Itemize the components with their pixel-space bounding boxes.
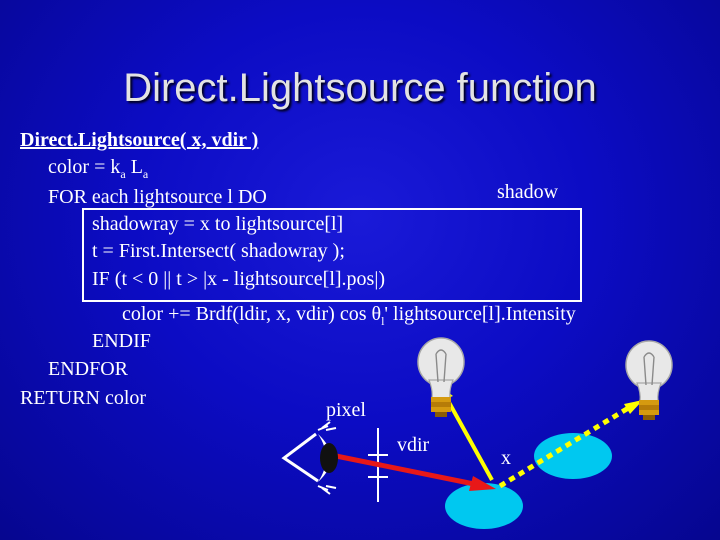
lightbulb-icon [417,337,465,417]
ka-subscript: a [120,167,126,181]
shadow-label: shadow [497,181,559,203]
code-line-if: IF (t < 0 || t > |x - lightsource[l].pos… [92,268,385,290]
surface-bottom [445,483,523,529]
color-add-suffix: ' lightsource[l].Intensity [384,303,576,325]
view-ray-arrowhead [469,476,496,491]
shadow-ray-visible [444,396,494,481]
shadow-test-box [82,208,582,302]
code-line-color-add: color += Brdf(ldir, x, vdir) cos θl' lig… [122,301,576,335]
code-line-intersect: t = First.Intersect( shadowray ); [92,240,345,262]
lightbulb-icon [625,340,673,420]
slide-title: Direct.Lightsource function [123,66,597,110]
function-signature: Direct.Lightsource( x, vdir ) [20,129,259,151]
vdir-label: vdir [397,434,430,456]
code-line-endfor: ENDFOR [48,358,129,380]
code-line-endif: ENDIF [92,330,151,352]
la-text: L [125,156,143,178]
code-line-signature: Direct.Lightsource( x, vdir ) [20,127,258,154]
code-line-shadowray: shadowray = x to lightsource[l] [92,213,344,235]
pixel-label: pixel [326,399,366,421]
shadow-ray-arrowhead-blocked [624,400,643,414]
view-ray [335,453,475,487]
code-line-for: FOR each lightsource l DO [48,186,267,208]
surface-right [534,433,612,479]
color-add-text: color += Brdf(ldir, x, vdir) cos θ [122,303,382,325]
x-label: x [501,447,511,469]
theta-subscript: l [381,314,385,328]
eye-icon [281,421,338,495]
shadow-ray-blocked [498,404,632,489]
la-subscript: a [142,167,149,181]
code-line-color-init: color = ka La [48,154,148,188]
color-init-text: color = k [48,156,121,178]
code-line-return: RETURN color [20,387,147,409]
